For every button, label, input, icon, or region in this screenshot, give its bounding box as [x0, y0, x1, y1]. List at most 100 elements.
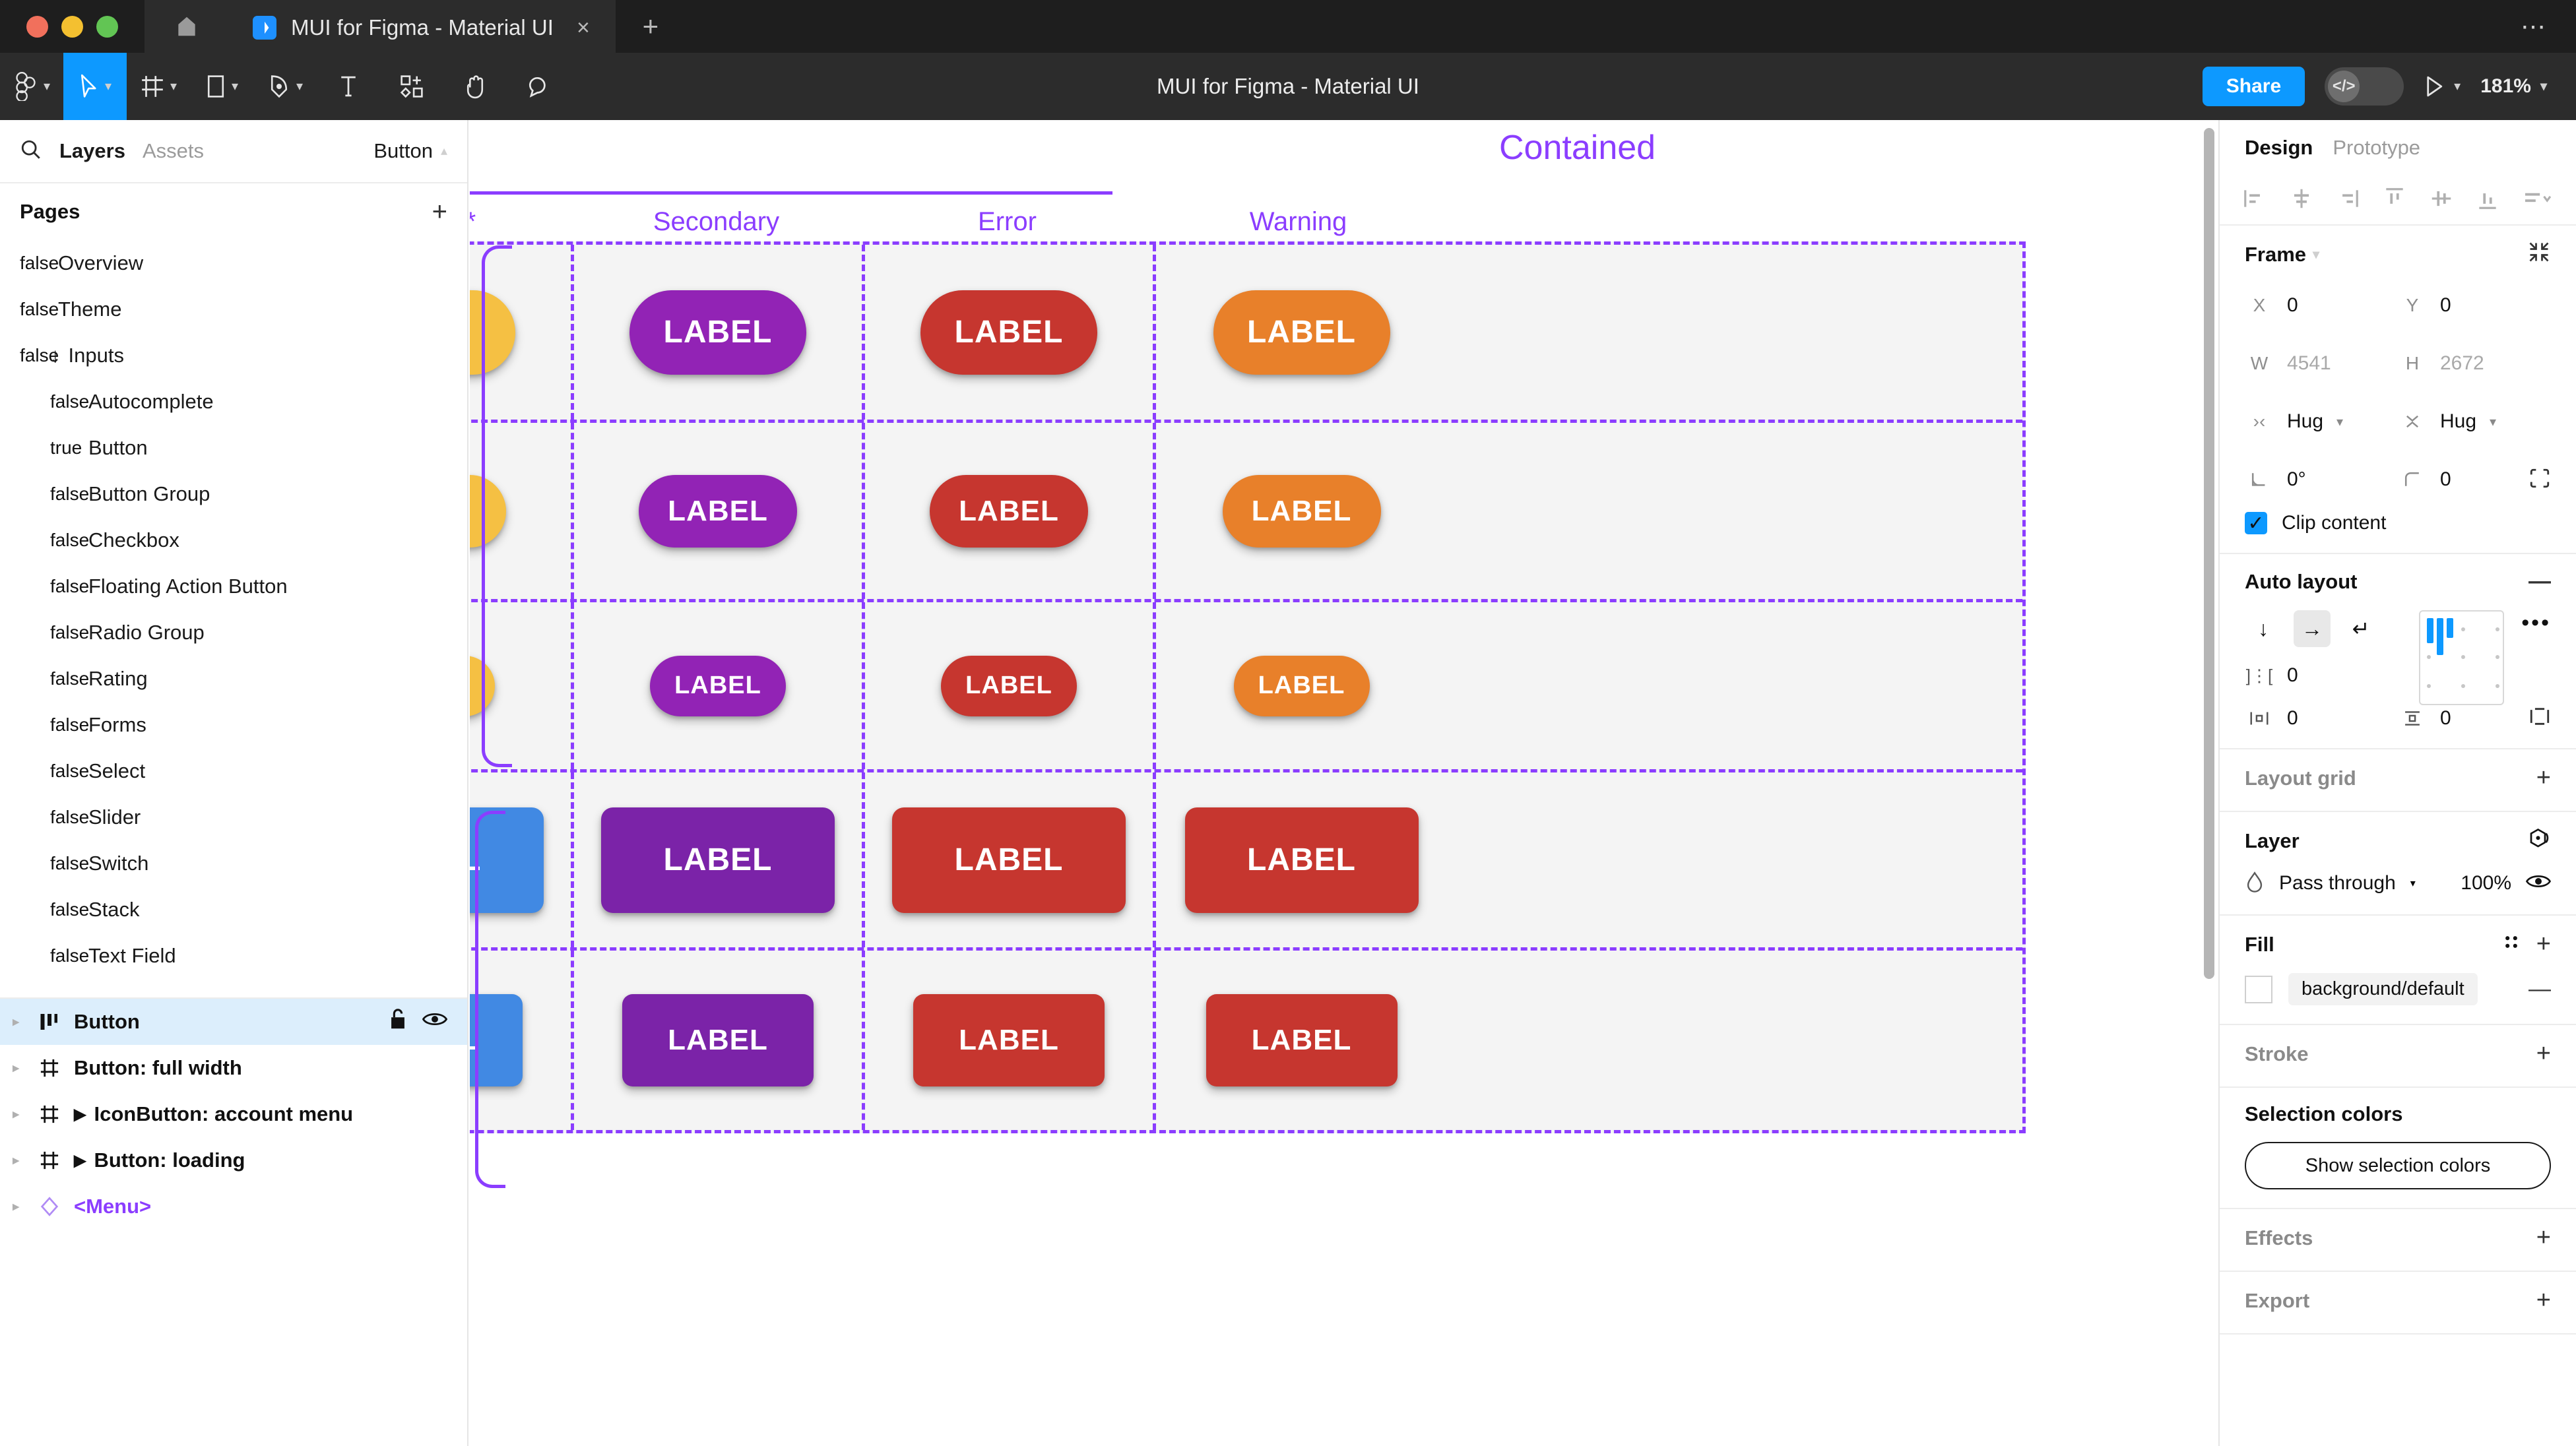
material-button[interactable]: LABEL	[920, 290, 1097, 375]
add-stroke-button[interactable]: +	[2536, 1040, 2551, 1067]
material-button[interactable]: LABEL	[1184, 807, 1419, 913]
comment-tool-icon[interactable]	[507, 53, 570, 120]
move-tool-icon[interactable]: ▾	[63, 53, 127, 120]
home-button[interactable]	[145, 0, 229, 53]
pen-tool-icon[interactable]: ▾	[253, 53, 317, 120]
expand-disclosure-icon[interactable]: ▸	[13, 1061, 19, 1075]
auto-layout-vertical-icon[interactable]: ↓	[2258, 616, 2269, 641]
material-button[interactable]: LABEL	[622, 994, 814, 1086]
gap-between-items-field[interactable]: ]⋮[ 0	[2245, 664, 2398, 687]
design-canvas[interactable]: Contained Primary*SecondaryErrorWarning …	[470, 120, 2218, 1446]
frame-tool-icon[interactable]: ▾	[127, 53, 190, 120]
material-button[interactable]: LABEL	[1213, 290, 1390, 375]
page-item-inputs[interactable]: false↓Inputs	[0, 332, 467, 379]
tab-layers[interactable]: Layers	[59, 139, 125, 162]
height-field[interactable]: H 2672	[2398, 342, 2551, 385]
material-button[interactable]: LABEL	[601, 807, 835, 913]
x-position-field[interactable]: X 0	[2245, 284, 2398, 327]
expand-disclosure-icon[interactable]: ▸	[13, 1107, 19, 1121]
add-fill-button[interactable]: +	[2536, 930, 2551, 958]
expand-disclosure-icon[interactable]: ▸	[13, 1199, 19, 1214]
figma-menu-icon[interactable]: ▾	[0, 53, 63, 120]
maximize-window-button[interactable]	[96, 15, 118, 38]
auto-layout-horizontal-icon[interactable]: →	[2294, 610, 2331, 647]
layer-row[interactable]: ▸Button: full width	[0, 1045, 467, 1091]
show-selection-colors-button[interactable]: Show selection colors	[2245, 1142, 2551, 1189]
rotation-field[interactable]: 0°	[2245, 458, 2398, 501]
layer-row[interactable]: ▸▶IconButton: account menu	[0, 1091, 467, 1137]
material-button[interactable]: LABEL	[639, 474, 797, 548]
browser-tab[interactable]: MUI for Figma - Material UI ×	[229, 0, 616, 53]
clip-content-checkbox[interactable]: ✓	[2245, 512, 2267, 534]
vertical-resizing-select[interactable]: Hug ▾	[2398, 400, 2551, 443]
close-window-button[interactable]	[26, 15, 48, 38]
material-button[interactable]: LABEL	[892, 807, 1126, 913]
add-export-button[interactable]: +	[2536, 1286, 2551, 1314]
material-button[interactable]: LABEL	[629, 290, 806, 375]
layer-row[interactable]: ▸▶Button: loading	[0, 1137, 467, 1183]
alignment-pad[interactable]	[2419, 610, 2505, 705]
fill-styles-icon[interactable]	[2501, 931, 2522, 958]
fill-style-name[interactable]: background/default	[2288, 973, 2478, 1005]
minimize-window-button[interactable]	[61, 15, 83, 38]
align-bottom-icon[interactable]	[2475, 186, 2500, 214]
horizontal-resizing-select[interactable]: ›‹ Hug ▾	[2245, 400, 2398, 443]
search-icon[interactable]	[20, 139, 42, 164]
share-button[interactable]: Share	[2202, 67, 2305, 106]
material-button[interactable]: LABEL	[1206, 994, 1398, 1086]
horizontal-padding-field[interactable]: 0	[2245, 707, 2398, 730]
clip-content-row[interactable]: ✓ Clip content	[2245, 512, 2551, 534]
selected-page-indicator[interactable]: Button ▴	[373, 139, 447, 163]
tab-prototype[interactable]: Prototype	[2333, 136, 2421, 159]
material-button[interactable]: LABEL	[913, 994, 1105, 1086]
eye-icon[interactable]	[422, 1010, 448, 1034]
layer-settings-icon[interactable]	[2527, 827, 2551, 856]
material-button[interactable]: LABEL	[1222, 474, 1381, 548]
material-button[interactable]: LABEL	[941, 655, 1077, 716]
align-horizontal-center-icon[interactable]	[2289, 186, 2314, 214]
auto-layout-more-options-icon[interactable]: •••	[2521, 610, 2551, 635]
independent-corners-icon[interactable]	[2528, 467, 2551, 493]
unlock-icon[interactable]	[388, 1008, 408, 1036]
hand-tool-icon[interactable]	[443, 53, 507, 120]
layer-row[interactable]: ▸Button	[0, 999, 467, 1045]
add-effect-button[interactable]: +	[2536, 1224, 2551, 1251]
present-button[interactable]: ▾	[2424, 75, 2461, 98]
expand-disclosure-icon[interactable]: ▸	[13, 1153, 19, 1168]
canvas-scrollbar[interactable]	[2204, 128, 2214, 979]
material-button[interactable]: LABEL	[650, 655, 786, 716]
visibility-eye-icon[interactable]	[2525, 871, 2552, 895]
remove-auto-layout-button[interactable]: —	[2528, 569, 2551, 594]
opacity-value[interactable]: 100%	[2461, 871, 2511, 894]
add-page-button[interactable]: +	[432, 197, 447, 226]
individual-padding-icon[interactable]	[2528, 707, 2551, 730]
auto-layout-wrap-icon[interactable]: ↵	[2352, 617, 2370, 641]
material-button[interactable]: LABEL	[930, 474, 1088, 548]
corner-radius-field[interactable]: 0	[2398, 458, 2551, 501]
tab-assets[interactable]: Assets	[142, 139, 204, 162]
material-button[interactable]: LABEL	[470, 994, 523, 1086]
chevron-down-icon[interactable]: ▾	[2313, 247, 2320, 262]
tab-design[interactable]: Design	[2245, 136, 2313, 159]
align-vertical-center-icon[interactable]	[2429, 186, 2454, 214]
align-top-icon[interactable]	[2382, 186, 2407, 214]
add-layout-grid-button[interactable]: +	[2536, 764, 2551, 792]
actions-tool-icon[interactable]	[380, 53, 443, 120]
text-tool-icon[interactable]	[317, 53, 380, 120]
close-icon[interactable]: ×	[576, 15, 590, 40]
blend-mode-row[interactable]: Pass through ▾ 100%	[2245, 870, 2552, 896]
align-left-icon[interactable]	[2242, 186, 2267, 214]
